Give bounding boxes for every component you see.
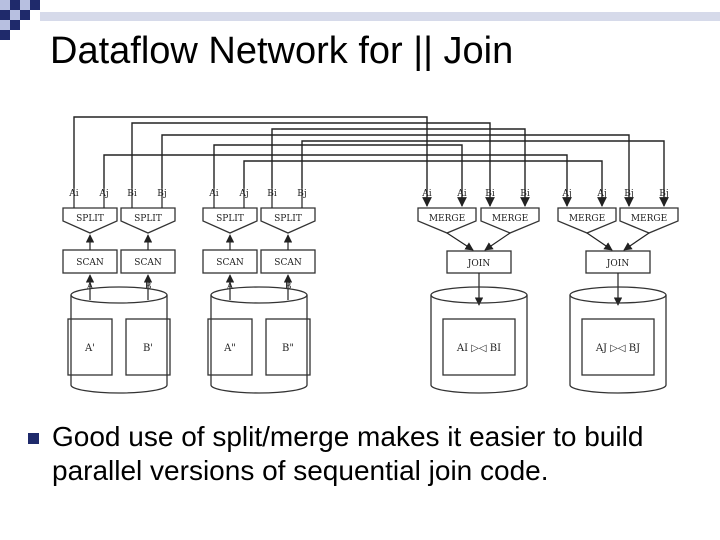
- partition-label: B': [143, 343, 153, 354]
- merge-label: MERGE: [569, 214, 605, 224]
- scan-label: SCAN: [216, 258, 244, 268]
- disk-cylinder: [569, 295, 667, 394]
- scan-label: SCAN: [274, 258, 302, 268]
- result-box: [442, 318, 516, 376]
- partition-label: A': [84, 343, 95, 354]
- split-label: SPLIT: [134, 214, 162, 224]
- split-label: SPLIT: [274, 214, 302, 224]
- scan-input-label: A: [86, 282, 94, 292]
- split-label: SPLIT: [216, 214, 244, 224]
- merge-to-join-arrow: [446, 232, 474, 251]
- disk-cylinder-top: [430, 286, 528, 304]
- split-label: SPLIT: [76, 214, 104, 224]
- split-node: [202, 207, 258, 234]
- partition-label: B": [282, 343, 294, 354]
- routing-line: [103, 154, 572, 207]
- bullet-text: Good use of split/merge makes it easier …: [52, 421, 644, 486]
- disk-cylinder-top: [569, 286, 667, 304]
- dataflow-network-svg: SPLITSCANAAiAjSPLITSCANBBiBjSPLITSCANAAi…: [62, 116, 679, 394]
- join-label: JOIN: [467, 259, 491, 269]
- partition-box: [125, 318, 171, 376]
- merge-node: [480, 207, 540, 234]
- disk-cylinder-top: [70, 286, 168, 304]
- join-label: JOIN: [606, 259, 630, 269]
- merge-to-join-arrow: [484, 232, 511, 251]
- routing-line: [243, 160, 607, 207]
- merge-label: MERGE: [631, 214, 667, 224]
- merge-node: [557, 207, 617, 234]
- routing-line: [161, 134, 634, 207]
- disk-cylinder-top: [210, 286, 308, 304]
- partition-label: A": [223, 343, 236, 354]
- merge-label: MERGE: [492, 214, 528, 224]
- split-node: [120, 207, 176, 234]
- merge-node: [619, 207, 679, 234]
- routing-line: [131, 122, 495, 207]
- split-node: [260, 207, 316, 234]
- title-rule: [40, 12, 720, 21]
- join-result-label: AI ▷◁ BI: [456, 343, 501, 354]
- merge-to-join-arrow: [586, 232, 613, 251]
- result-box: [581, 318, 655, 376]
- disk-cylinder: [210, 295, 308, 394]
- dataflow-diagram: SPLITSCANAAiAjSPLITSCANBBiBjSPLITSCANAAi…: [60, 105, 690, 400]
- scan-label: SCAN: [76, 258, 104, 268]
- merge-node: [417, 207, 477, 234]
- scan-input-label: A: [226, 282, 234, 292]
- split-node: [62, 207, 118, 234]
- disk-cylinder: [430, 295, 528, 394]
- merge-label: MERGE: [429, 214, 465, 224]
- partition-box: [67, 318, 113, 376]
- bullet-marker: [28, 433, 39, 444]
- routing-line: [271, 128, 530, 207]
- scan-label: SCAN: [134, 258, 162, 268]
- routing-line: [301, 140, 669, 207]
- routing-line: [213, 144, 467, 207]
- disk-cylinder: [70, 295, 168, 394]
- partition-box: [207, 318, 253, 376]
- scan-input-label: B: [285, 282, 292, 292]
- partition-box: [265, 318, 311, 376]
- merge-to-join-arrow: [623, 232, 650, 251]
- scan-input-label: B: [145, 282, 152, 292]
- join-result-label: AJ ▷◁ BJ: [595, 343, 640, 354]
- slide-title: Dataflow Network for || Join: [50, 30, 514, 72]
